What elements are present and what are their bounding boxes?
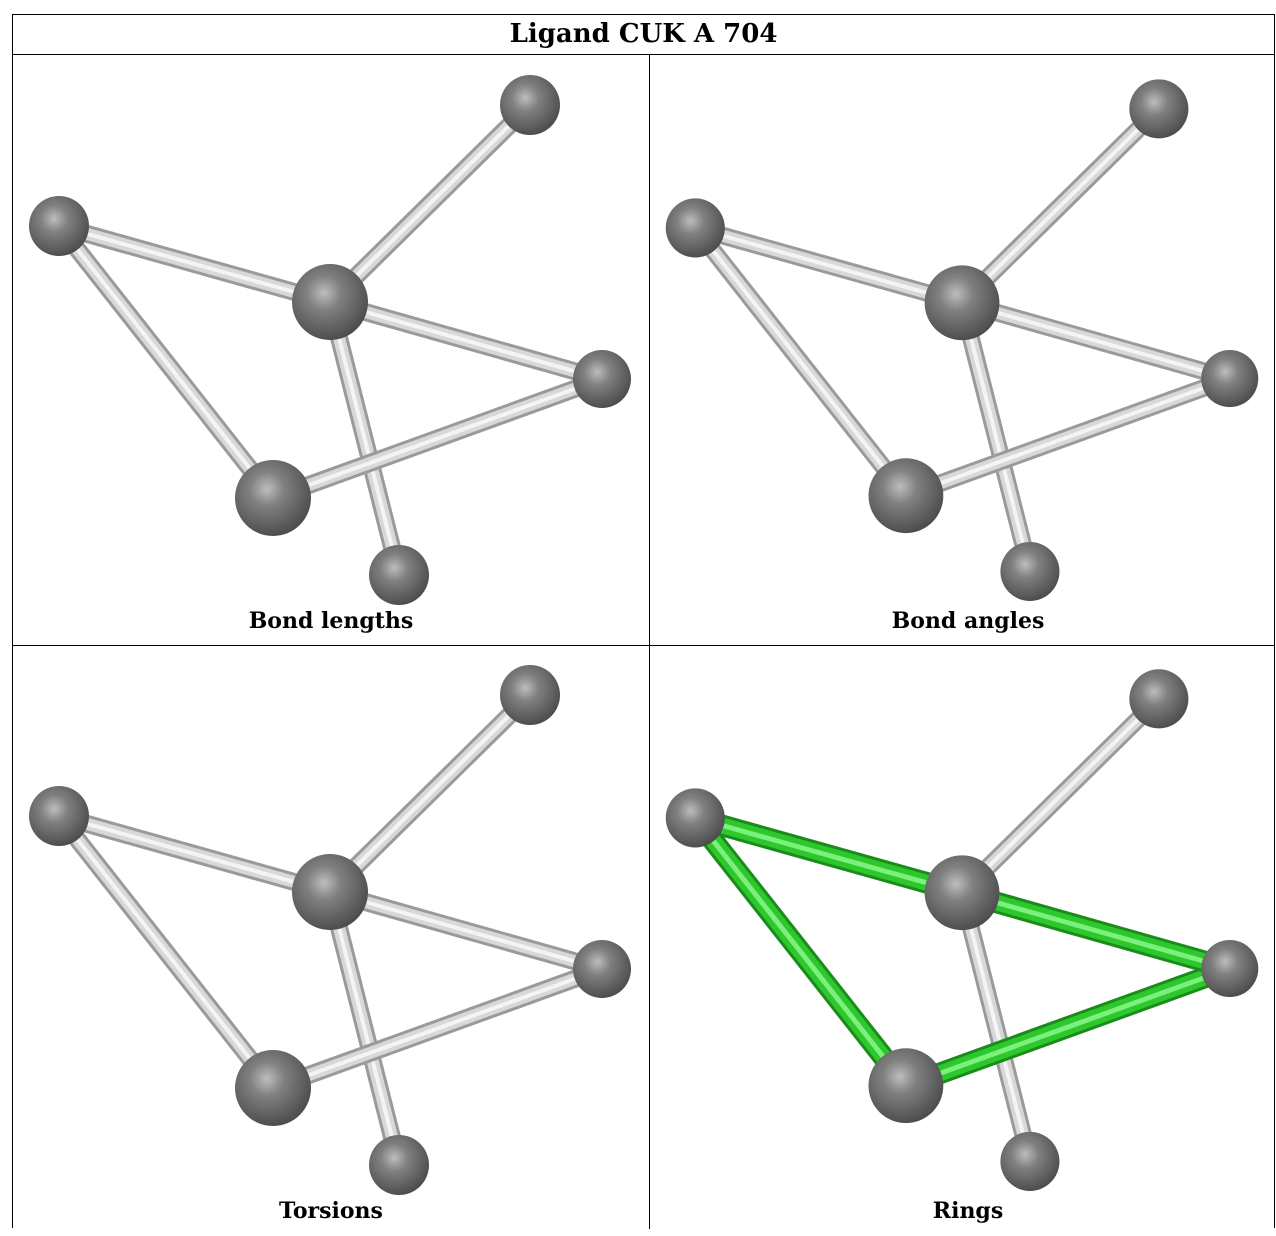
atom-center — [292, 854, 368, 930]
ring-bond — [902, 958, 1234, 1096]
bond — [56, 217, 333, 311]
bond — [51, 220, 281, 504]
bond — [959, 294, 1233, 388]
atom-lower-left — [235, 1050, 311, 1126]
atom-left — [665, 198, 725, 258]
bond — [955, 692, 1166, 900]
molecule-view-bond-angles — [665, 79, 1259, 602]
bond — [953, 300, 1039, 574]
vertical-divider — [649, 55, 650, 1229]
atom-bottom — [369, 1135, 429, 1195]
bond — [323, 688, 537, 899]
bond — [692, 219, 965, 312]
atom-bottom — [369, 545, 429, 605]
bond — [323, 98, 537, 309]
bond — [269, 960, 606, 1097]
molecule-view-bond-lengths — [29, 75, 631, 605]
atom-lower-left — [868, 458, 944, 534]
bond — [51, 810, 281, 1094]
atom-top — [500, 665, 560, 725]
panel-bond-angles: Bond angles — [650, 56, 1276, 646]
panel-bond-lengths: Bond lengths — [13, 56, 649, 646]
bond — [321, 889, 408, 1168]
bond — [56, 807, 333, 901]
caption-bond-angles: Bond angles — [891, 608, 1045, 634]
bond — [321, 299, 408, 578]
atom-right — [1201, 939, 1259, 998]
caption-torsions: Torsions — [279, 1198, 383, 1224]
atom-left — [665, 788, 725, 848]
atom-left — [29, 196, 89, 256]
atom-center — [924, 265, 1000, 341]
atom-top — [1129, 79, 1189, 139]
atom-left — [29, 786, 89, 846]
ring-bond — [692, 807, 965, 904]
atom-right — [573, 350, 631, 408]
panel-torsions: Torsions — [13, 646, 649, 1236]
figure-title: Ligand CUK A 704 — [13, 15, 1274, 55]
atom-bottom — [1000, 541, 1060, 602]
panel-rings: Rings — [650, 646, 1276, 1236]
atom-bottom — [1000, 1131, 1060, 1191]
atom-right — [573, 940, 631, 998]
atom-lower-left — [868, 1048, 944, 1124]
molecule-view-torsions — [29, 665, 631, 1195]
molecule-view-rings — [665, 669, 1259, 1191]
atom-right — [1201, 350, 1259, 408]
atom-center — [924, 855, 1000, 931]
ring-bond — [686, 811, 915, 1093]
horizontal-divider — [13, 645, 1274, 646]
atom-lower-left — [235, 460, 311, 536]
bond — [953, 890, 1039, 1164]
bond — [327, 883, 605, 978]
caption-rings: Rings — [932, 1198, 1004, 1224]
atom-top — [500, 75, 560, 135]
bond — [269, 370, 606, 507]
ring-bond — [959, 882, 1233, 979]
bond — [902, 370, 1233, 505]
bond — [955, 102, 1166, 310]
figure-frame: Ligand CUK A 704 Bond lengths Bond angle… — [12, 14, 1276, 1229]
bond — [688, 222, 913, 502]
atom-top — [1129, 669, 1189, 729]
atom-center — [292, 264, 368, 340]
caption-bond-lengths: Bond lengths — [248, 608, 414, 634]
bond — [327, 293, 605, 388]
